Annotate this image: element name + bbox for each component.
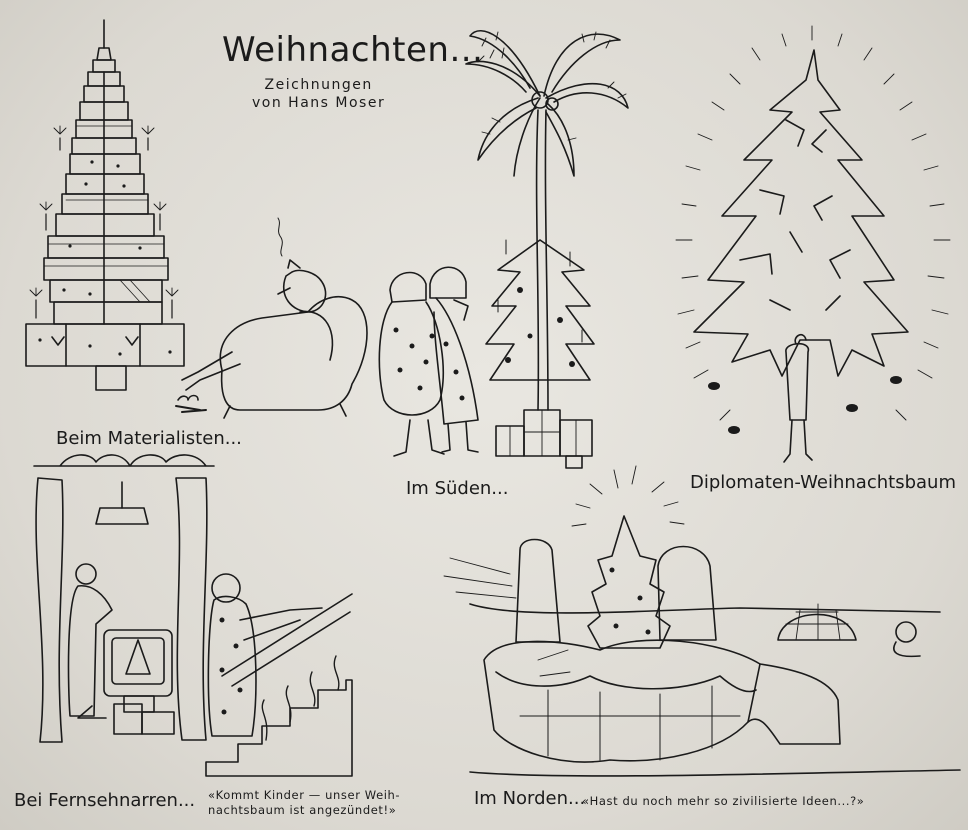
page-title: Weihnachten...: [222, 30, 484, 70]
armchair-man-drawing: [176, 218, 367, 418]
palm-tree-drawing: [466, 31, 628, 468]
north-igloo-drawing: [444, 466, 960, 776]
quote-fernsehnarren-line-2: nachtsbaum ist angezündet!»: [208, 803, 397, 817]
subtitle-line-2: von Hans Moser: [252, 95, 386, 111]
caption-sueden: Im Süden...: [406, 478, 509, 499]
present-tree-drawing: [26, 20, 184, 390]
page-subtitle: Zeichnungen von Hans Moser: [252, 76, 385, 112]
caption-norden: Im Norden...: [474, 788, 586, 809]
diplomat-tree-drawing: [676, 26, 950, 462]
caption-materialist: Beim Materialisten...: [56, 428, 242, 449]
caption-fernsehnarren: Bei Fernsehnarren...: [14, 790, 196, 811]
quote-fernsehnarren-line-1: «Kommt Kinder — unser Weih-: [208, 788, 401, 802]
quote-fernsehnarren: «Kommt Kinder — unser Weih- nachtsbaum i…: [208, 788, 400, 818]
caption-diplomaten: Diplomaten-Weihnachtsbaum: [690, 472, 956, 493]
quote-norden: «Hast du noch mehr so zivilisierte Ideen…: [582, 794, 865, 808]
tv-room-drawing: [34, 455, 352, 776]
subtitle-line-1: Zeichnungen: [264, 77, 373, 93]
south-couple-drawing: [379, 267, 478, 456]
